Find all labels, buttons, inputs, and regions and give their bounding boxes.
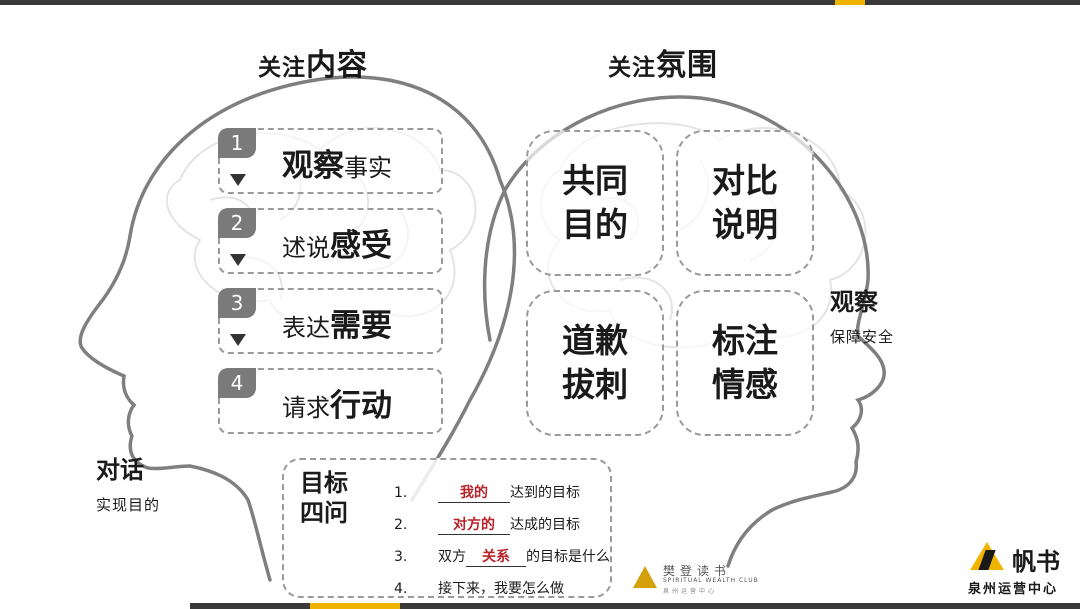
step-text-part: 感受	[330, 228, 392, 264]
step-text: 表达需要	[282, 300, 392, 345]
step-text-part: 述说	[282, 234, 330, 262]
top-bar	[0, 0, 1080, 5]
step-text-part: 观察	[282, 148, 344, 184]
right-side-title: 观察	[830, 288, 878, 316]
brand-name: 帆书	[1012, 548, 1060, 576]
quad-apologize: 道歉拔刺	[526, 290, 664, 436]
step-3: 3 表达需要	[218, 288, 443, 354]
left-head-outline	[78, 75, 517, 582]
quad-line: 标注	[712, 321, 778, 360]
step-down-arrow-icon	[230, 334, 246, 346]
quad-line: 共同	[562, 161, 628, 200]
step-down-arrow-icon	[230, 254, 246, 266]
step-number: 2	[218, 208, 256, 238]
question-number: 2.	[394, 517, 408, 533]
question-pre: 双方	[438, 549, 466, 565]
bottom-bar-accent	[310, 603, 400, 609]
heading-content-big: 内容	[306, 48, 368, 83]
step-text-part: 事实	[344, 154, 392, 182]
step-2: 2 述说感受	[218, 208, 443, 274]
quad-shared-purpose: 共同目的	[526, 130, 664, 276]
goal-question-4: 4. 接下来，我要怎么做	[394, 578, 564, 598]
step-text-part: 需要	[330, 308, 392, 344]
club-logo-cn2: 泉州运营中心	[663, 588, 718, 595]
club-logo-icon	[633, 566, 657, 588]
quad-line: 道歉	[562, 321, 628, 360]
quad-label-emotion: 标注情感	[676, 290, 814, 436]
step-text: 观察事实	[282, 140, 392, 185]
question-number: 3.	[394, 549, 408, 565]
question-number: 4.	[394, 581, 408, 597]
step-text: 述说感受	[282, 220, 392, 265]
step-number: 3	[218, 288, 256, 318]
club-logo-cn: 樊登读书	[663, 564, 732, 578]
question-post: 达到的目标	[510, 485, 580, 501]
heading-atmosphere: 关注氛围	[608, 40, 718, 84]
quad-line: 对比	[712, 161, 778, 200]
question-blank: 我的	[438, 482, 510, 503]
step-text-part: 表达	[282, 314, 330, 342]
goal-title-line: 四问	[300, 499, 348, 527]
club-logo-en: SPIRITUAL WEALTH CLUB	[663, 577, 759, 584]
goal-question-2: 2. 对方的达成的目标	[394, 514, 580, 535]
step-1: 1 观察事实	[218, 128, 443, 194]
heading-content: 关注内容	[258, 40, 368, 84]
brand-sub: 泉州运营中心	[968, 582, 1059, 597]
goal-four-questions: 目标 四问 1.我的达到的目标 2.对方的达成的目标 3.双方关系的目标是什么 …	[282, 458, 612, 598]
quad-line: 目的	[562, 205, 628, 244]
heading-content-small: 关注	[258, 55, 306, 81]
bottom-bar	[190, 603, 1080, 609]
question-number: 1.	[394, 485, 408, 501]
step-down-arrow-icon	[230, 174, 246, 186]
heading-atmosphere-small: 关注	[608, 55, 656, 81]
step-text-part: 行动	[330, 388, 392, 424]
goal-question-3: 3. 双方关系的目标是什么	[394, 546, 610, 567]
step-4: 4 请求行动	[218, 368, 443, 434]
step-text-part: 请求	[282, 394, 330, 422]
question-pre: 接下来，我要怎么做	[438, 581, 564, 597]
step-number: 4	[218, 368, 256, 398]
question-post: 的目标是什么	[526, 549, 610, 565]
right-head-outline	[482, 95, 886, 568]
quad-contrast-explain: 对比说明	[676, 130, 814, 276]
quad-line: 说明	[712, 205, 778, 244]
goal-question-1: 1. 我的达到的目标	[394, 482, 580, 503]
heading-atmosphere-big: 氛围	[656, 48, 718, 83]
quad-line: 拔刺	[562, 365, 628, 404]
left-side-title: 对话	[96, 456, 144, 484]
question-post: 达成的目标	[510, 517, 580, 533]
quad-line: 情感	[712, 365, 778, 404]
goal-title: 目标 四问	[300, 468, 348, 528]
question-blank: 对方的	[438, 514, 510, 535]
top-bar-accent	[835, 0, 865, 5]
goal-title-line: 目标	[300, 469, 348, 497]
question-blank: 关系	[466, 546, 526, 567]
step-number: 1	[218, 128, 256, 158]
right-side-subtitle: 保障安全	[830, 328, 895, 346]
left-side-subtitle: 实现目的	[96, 496, 161, 514]
step-text: 请求行动	[282, 380, 392, 425]
